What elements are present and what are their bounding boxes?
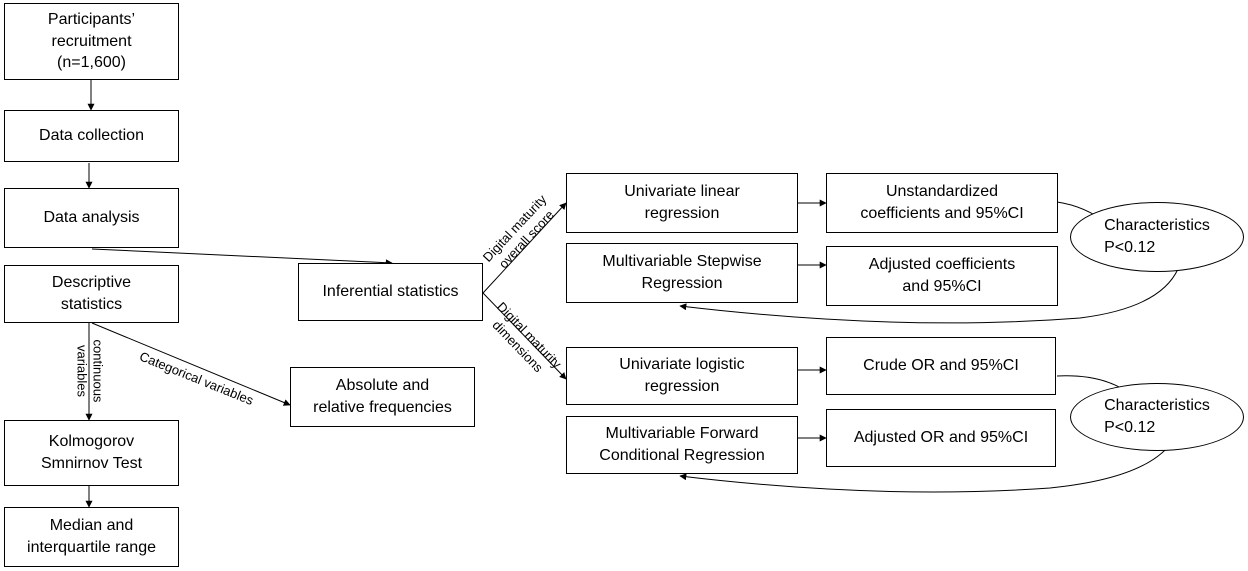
box-multivariable-stepwise-regression: Multivariable Stepwise Regression	[566, 243, 798, 303]
box-participants-recruitment: Participants’ recruitment (n=1,600)	[4, 3, 179, 80]
box-data-collection: Data collection	[4, 110, 179, 162]
arrow-analysis-to-inferential	[91, 248, 393, 267]
box-univariate-logistic-regression: Univariate logistic regression	[566, 347, 798, 405]
box-crude-or: Crude OR and 95%CI	[826, 337, 1056, 395]
box-adjusted-or: Adjusted OR and 95%CI	[826, 409, 1056, 467]
arrow-descriptive-to-absolute	[91, 322, 291, 406]
box-descriptive-statistics: Descriptive statistics	[4, 265, 179, 323]
box-univariate-linear-regression: Univariate linear regression	[566, 173, 798, 233]
box-median-iqr: Median and interquartile range	[4, 507, 179, 567]
label-continuous-line2: variables	[74, 344, 89, 398]
box-adjusted-coefficients: Adjusted coefficients and 95%CI	[826, 246, 1058, 306]
oval-characteristics-top: Characteristics P<0.12	[1070, 202, 1244, 272]
oval-characteristics-bottom: Characteristics P<0.12	[1070, 383, 1244, 451]
box-inferential-statistics: Inferential statistics	[298, 263, 483, 321]
feedback-bottom-to-forward	[679, 438, 1175, 493]
feedback-top-to-stepwise	[679, 268, 1179, 324]
arrow-inferential-to-logistic	[482, 292, 567, 380]
label-continuous-line1: continuous	[90, 339, 106, 403]
box-absolute-relative-frequencies: Absolute and relative frequencies	[290, 367, 475, 427]
box-data-analysis: Data analysis	[4, 188, 179, 248]
box-kolmogorov-smirnov-test: Kolmogorov Smnirnov Test	[4, 420, 179, 486]
box-multivariable-forward-conditional-regression: Multivariable Forward Conditional Regres…	[566, 416, 798, 474]
arrow-inferential-to-linear	[482, 202, 567, 294]
box-unstandardized-coefficients: Unstandardized coefficients and 95%CI	[826, 173, 1058, 233]
label-continuous-variables: continuous variables	[73, 315, 106, 427]
